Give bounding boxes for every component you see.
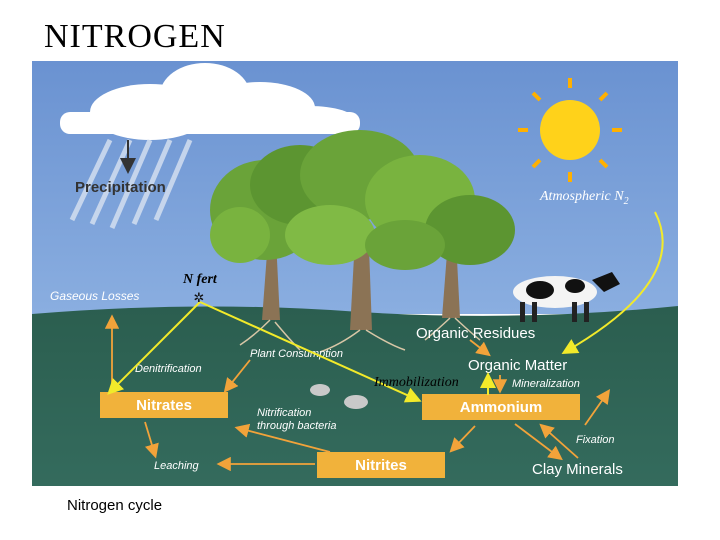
rain-icon xyxy=(69,138,193,229)
n-fert-label: N fert xyxy=(182,272,218,287)
denitrification-label: Denitrification xyxy=(135,363,202,375)
diagram-caption: Nitrogen cycle xyxy=(67,497,163,514)
mineralization-label: Mineralization xyxy=(512,378,580,390)
arrow-nfert-to-ammonium xyxy=(199,301,422,403)
arrow-atmospheric-to-organic-matter xyxy=(561,211,664,354)
plant-consumption-label: Plant Consumption xyxy=(250,348,343,360)
nitrates-box xyxy=(100,392,228,418)
organic-matter-label: Organic Matter xyxy=(468,357,567,374)
nitrates-label: Nitrates xyxy=(136,397,192,414)
arrow-nitrites-to-nitrates xyxy=(234,423,331,453)
arrow-ammonium-to-nitrites xyxy=(449,425,476,453)
gaseous-losses-label: Gaseous Losses xyxy=(50,289,139,303)
arrow-ammonium-to-clay xyxy=(514,423,563,461)
arrow-residues-to-matter xyxy=(469,339,491,357)
clay-minerals-label: Clay Minerals xyxy=(532,461,623,478)
arrow-plant-consumption xyxy=(223,359,251,393)
precipitation-label: Precipitation xyxy=(75,179,166,196)
immobilization-label: Immobilization xyxy=(373,375,459,390)
asterisk-icon: ✲ xyxy=(194,291,205,306)
trees-icon xyxy=(210,130,515,353)
arrow-nitrates-to-leaching xyxy=(144,421,159,459)
atmospheric-n2-label: Atmospheric N2 xyxy=(539,189,629,207)
arrow-fixation xyxy=(584,389,611,426)
arrow-nfert-to-nitrates xyxy=(107,301,201,395)
fixation-label: Fixation xyxy=(576,434,615,446)
organic-residues-label: Organic Residues xyxy=(416,325,535,342)
arrow-clay-to-ammonium xyxy=(539,423,579,459)
ammonium-box xyxy=(422,394,580,420)
cow-icon xyxy=(513,272,620,322)
leaching-label: Leaching xyxy=(154,460,200,472)
nitrites-label: Nitrites xyxy=(355,457,407,474)
ammonium-label: Ammonium xyxy=(460,399,543,416)
bacteria-icon xyxy=(310,384,368,409)
nitrification-label-1: Nitrification xyxy=(257,407,311,419)
sun-icon xyxy=(518,78,622,182)
nitrites-box xyxy=(317,452,445,478)
nitrification-label-2: through bacteria xyxy=(257,420,337,432)
slide-title: NITROGEN xyxy=(44,18,226,55)
cloud-icon xyxy=(60,63,360,140)
